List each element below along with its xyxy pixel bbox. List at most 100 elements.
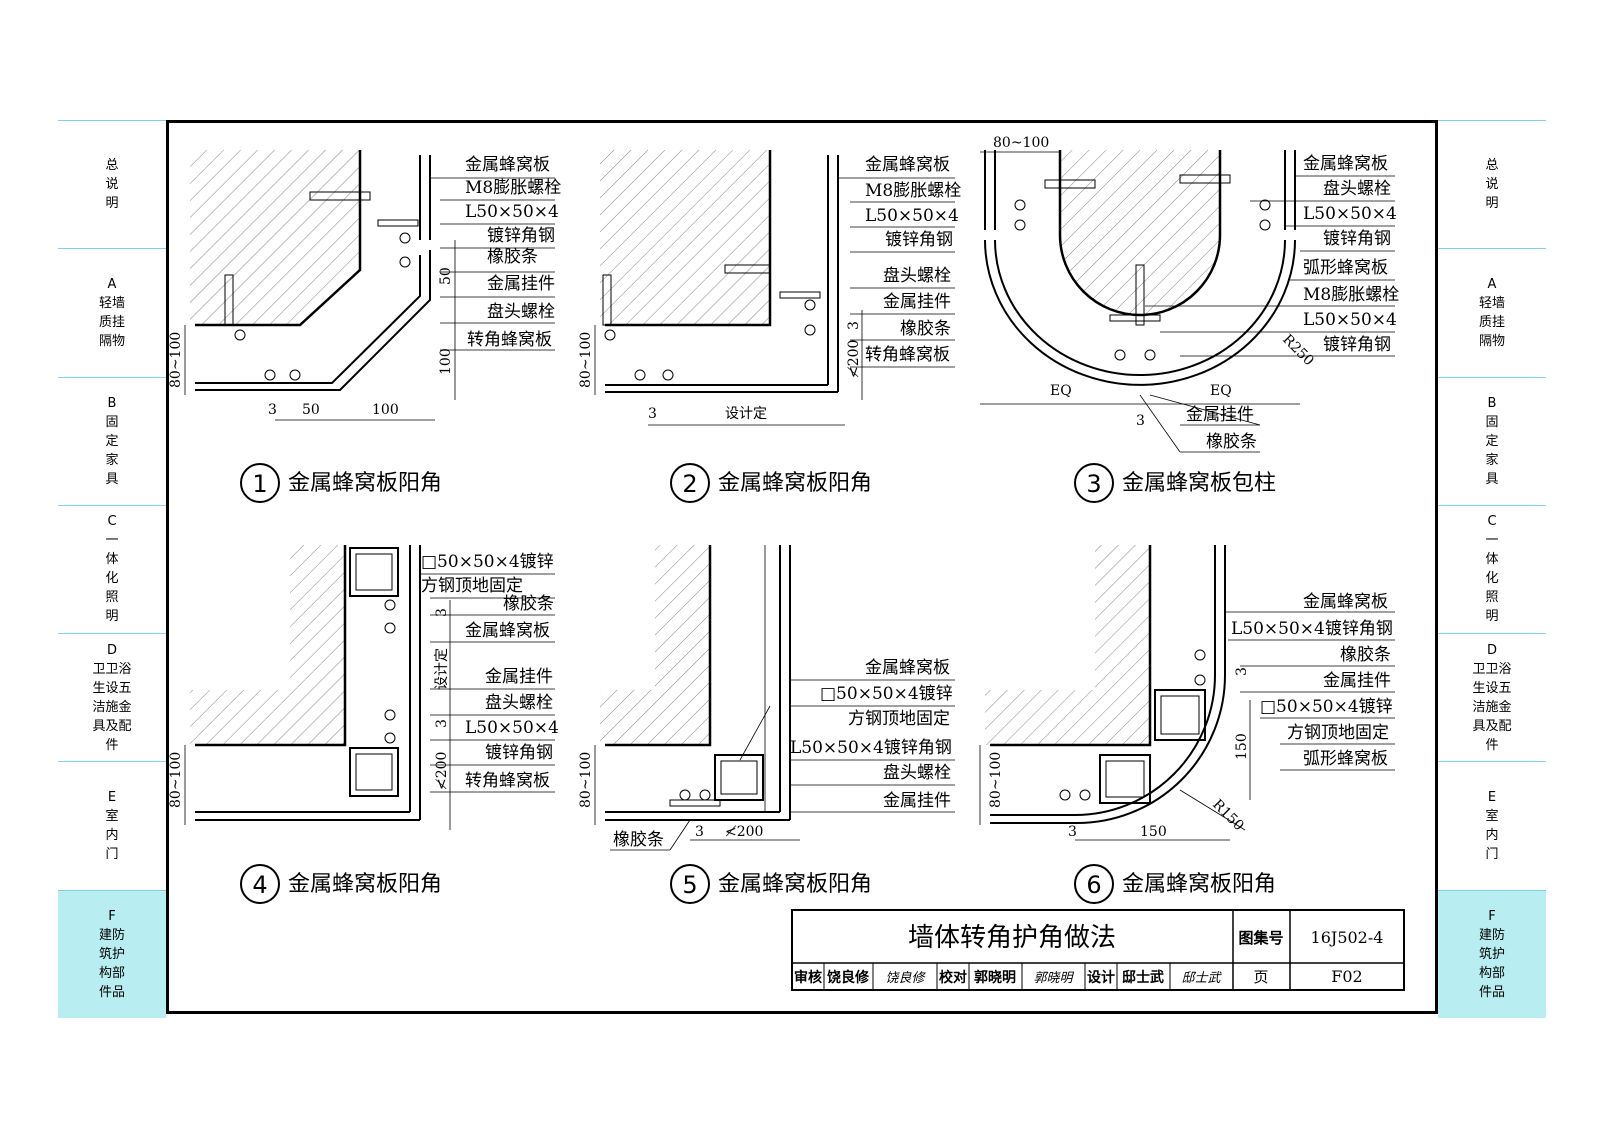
tab-text-line: 家 (105, 452, 119, 468)
page-title: 墙体转角护角做法 (908, 923, 1116, 953)
tab-text-line: 卫卫浴 (92, 661, 132, 677)
detail-6-caption: 6 金属蜂窝板阳角 (1074, 864, 1276, 904)
tab-text-line: 化 (1485, 571, 1499, 587)
tab-text-line: 照 (1485, 590, 1499, 606)
tab-text-line: 固 (105, 414, 119, 430)
detail-1-dim-5: 50 (438, 267, 454, 285)
tab-letter: E (1487, 790, 1497, 806)
tab-letter: B (1487, 395, 1497, 411)
atlas-number: 16J502-4 (1311, 928, 1384, 947)
design-label: 设计 (1087, 969, 1115, 986)
detail-1-label-2: M8膨胀螺栓 (465, 178, 561, 198)
detail-2-dim-2: 3 (648, 406, 657, 422)
reviewer-signature: 饶良修 (885, 970, 926, 986)
tab-text-line: 生设五 (1472, 680, 1512, 696)
detail-4-dim-3: 3 (434, 719, 450, 728)
tab-text-line: 明 (105, 196, 119, 212)
tab-letter: F (1488, 908, 1496, 924)
tab-text-line: 体 (1485, 552, 1499, 568)
detail-2-caption: 2 金属蜂窝板阳角 (670, 463, 872, 503)
detail-4-label-3: 橡胶条 (503, 594, 554, 614)
detail-4-dim-2: 设计定 (434, 648, 450, 690)
detail-3-label-8: 镀锌角钢 (1323, 335, 1391, 355)
atlas-label: 图集号 (1238, 929, 1283, 947)
detail-5-caption: 5 金属蜂窝板阳角 (670, 864, 872, 904)
tab-text-line: 构部 (1478, 965, 1505, 981)
detail-1-label-5: 橡胶条 (487, 247, 538, 267)
tab-text-line: 固 (1485, 414, 1499, 430)
tab-text-line: 筑护 (1478, 946, 1505, 962)
detail-2-dim-3: 设计定 (725, 406, 767, 422)
detail-3-drawing (980, 150, 1395, 453)
tab-text-line: 体 (105, 552, 119, 568)
detail-4-caption: 4 金属蜂窝板阳角 (240, 864, 442, 904)
tab-text-line: 具及配 (1472, 718, 1512, 734)
detail-5-dim-1: 80~100 (578, 752, 594, 808)
detail-1-number: 1 (252, 470, 267, 498)
tab-text-line: 定 (1485, 433, 1499, 449)
detail-1-label-4: 镀锌角钢 (487, 226, 555, 246)
tab-text-line: 隔物 (1478, 333, 1505, 349)
detail-4-dim-1: 3 (434, 608, 450, 617)
tab-text-line: 内 (105, 828, 119, 844)
reviewer-name: 饶良修 (827, 969, 870, 986)
left-tab-general[interactable]: 总说明 (58, 120, 166, 248)
detail-6-dim-1: 3 (1234, 667, 1250, 676)
detail-5-title: 金属蜂窝板阳角 (718, 872, 872, 897)
title-block (791, 909, 1405, 991)
detail-2-label-1: 金属蜂窝板 (865, 155, 950, 175)
detail-4-label-1: □50×50×4镀锌 (421, 552, 554, 572)
detail-4-label-7: L50×50×4 (465, 718, 559, 738)
tab-text-line: 构部 (98, 965, 125, 981)
detail-4-label-6: 盘头螺栓 (485, 693, 553, 713)
detail-5-dim-3: ≮200 (725, 824, 763, 840)
tab-text-line: 化 (105, 571, 119, 587)
detail-6-title: 金属蜂窝板阳角 (1122, 872, 1276, 897)
detail-1-title: 金属蜂窝板阳角 (288, 471, 442, 496)
right-tab-general[interactable]: 总说明 (1438, 120, 1546, 248)
tab-text-line: 明 (1485, 196, 1499, 212)
tab-letter: E (107, 790, 117, 806)
detail-1-dim-3: 50 (302, 402, 320, 418)
detail-6-dim-2: 150 (1234, 733, 1250, 760)
detail-1-label-8: 转角蜂窝板 (467, 330, 552, 350)
detail-6-dim-4: 80~100 (988, 752, 1004, 808)
detail-2-label-6: 金属挂件 (883, 292, 951, 312)
detail-3-label-4: 镀锌角钢 (1323, 229, 1391, 249)
tab-text-line: 质挂 (1478, 314, 1505, 330)
detail-4-label-8: 镀锌角钢 (485, 743, 553, 763)
detail-6-dim-6: 150 (1140, 824, 1167, 840)
tab-text-line: 件 (105, 737, 119, 753)
detail-4-label-2: 方钢顶地固定 (421, 576, 523, 596)
detail-3-number: 3 (1086, 470, 1101, 498)
detail-1-label-7: 盘头螺栓 (487, 302, 555, 322)
tab-text-line: 门 (1485, 847, 1499, 863)
detail-3-caption: 3 金属蜂窝板包柱 (1074, 463, 1276, 503)
tab-text-line: 轻墙 (1478, 295, 1505, 311)
detail-2-label-7: 橡胶条 (900, 319, 951, 339)
tab-text-line: 具 (1485, 471, 1499, 487)
tab-text-line: 室 (105, 809, 119, 825)
detail-2-label-5: 盘头螺栓 (883, 266, 951, 286)
detail-3-label-6: M8膨胀螺栓 (1303, 285, 1399, 305)
detail-3-dim-3: EQ (1050, 383, 1072, 399)
detail-5-label-2: □50×50×4镀锌 (820, 684, 953, 704)
tab-text-line: 一 (105, 533, 119, 549)
page-number: F02 (1331, 967, 1362, 986)
tab-text-line: 明 (1485, 609, 1499, 625)
tab-text-line: 轻墙 (98, 295, 125, 311)
